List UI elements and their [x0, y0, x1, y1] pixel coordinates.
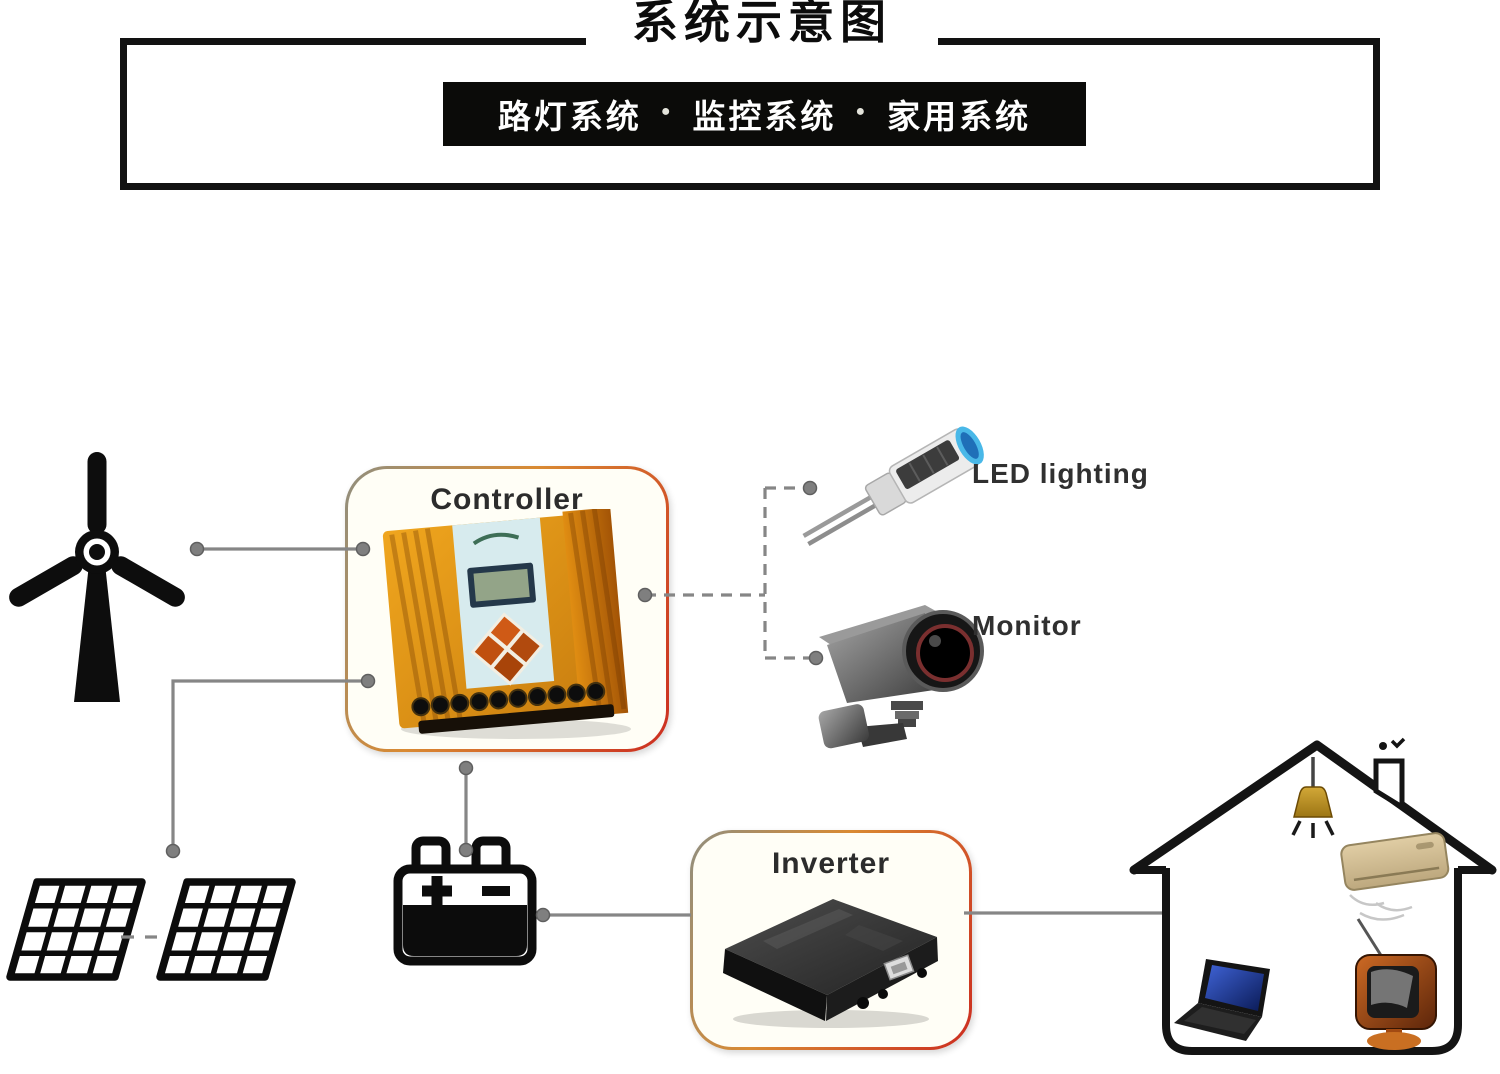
pendant-lamp-icon	[1291, 757, 1335, 838]
battery-plus-mark	[422, 876, 452, 906]
camera-bracket	[857, 723, 907, 747]
lamp-pole	[802, 493, 875, 538]
cctv-camera-icon	[818, 605, 984, 749]
controller-box: Controller	[345, 466, 669, 752]
house-icon	[1129, 737, 1497, 1055]
banner-item-monitoring: 监控系统	[692, 100, 837, 136]
house-roof	[1129, 740, 1497, 875]
turbine-tower	[74, 564, 120, 702]
air-conditioner-icon	[1340, 832, 1450, 921]
controller-label: Controller	[430, 483, 584, 516]
bullet-separator-icon: ●	[660, 103, 674, 120]
ac-outlet	[883, 954, 915, 981]
battery-icon	[393, 836, 537, 966]
inverter-label: Inverter	[771, 847, 891, 880]
heatsink-fins	[389, 509, 627, 725]
inverter-device-image	[723, 899, 938, 1028]
wind-turbine-icon	[9, 452, 185, 702]
page-title: 系统示意图	[586, 0, 938, 52]
banner-item-streetlight: 路灯系统	[497, 100, 642, 136]
controller-device-image	[382, 509, 631, 739]
chimney-icon	[1373, 758, 1405, 812]
keypad	[470, 612, 544, 686]
house-walls	[1162, 868, 1462, 1055]
banner: 路灯系统 ● 监控系统 ● 家用系统	[443, 82, 1086, 146]
solar-panel-icon	[160, 882, 292, 977]
led-lighting-label: LED lighting	[972, 458, 1149, 489]
monitor-label: Monitor	[972, 610, 1082, 641]
lamp-solar-panel	[896, 440, 960, 489]
terminal-strip	[411, 681, 615, 734]
laptop-icon	[1174, 959, 1270, 1041]
wire-controller-solar	[171, 679, 368, 846]
solar-panels	[6, 878, 302, 981]
inverter-box: Inverter	[690, 830, 972, 1050]
turbine-blades	[9, 452, 185, 607]
steam-icon	[1379, 742, 1387, 750]
bullet-separator-icon: ●	[855, 103, 869, 120]
tv-icon	[1355, 918, 1437, 1050]
banner-item-home: 家用系统	[887, 100, 1032, 136]
led-streetlight-icon	[802, 426, 984, 547]
camera-mount-block	[818, 704, 869, 749]
wire-controller-loads	[645, 486, 810, 660]
